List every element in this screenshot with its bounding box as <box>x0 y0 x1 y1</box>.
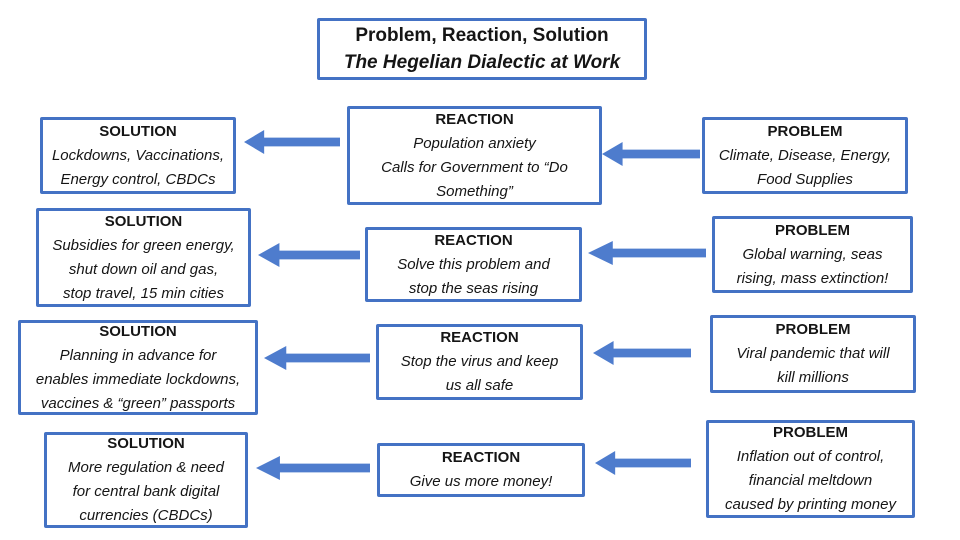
left-arrow-icon <box>588 241 706 265</box>
box-heading: SOLUTION <box>99 322 177 340</box>
box-heading: SOLUTION <box>104 212 183 230</box>
box-heading: SOLUTION <box>99 122 177 140</box>
box-body: Give us more money! <box>409 473 553 490</box>
reaction-box-2: REACTION Solve this problem and stop the… <box>365 227 582 302</box>
box-heading: REACTION <box>440 329 519 346</box>
box-body: Population anxiety Calls for Government … <box>381 134 568 200</box>
box-heading: PROBLEM <box>773 424 848 441</box>
left-arrow-icon <box>595 451 691 475</box>
box-body: Viral pandemic that will kill millions <box>736 345 890 386</box>
diagram-title: Problem, Reaction, Solution <box>355 25 609 46</box>
box-heading: REACTION <box>435 110 514 128</box>
title-box: Problem, Reaction, Solution The Hegelian… <box>317 18 647 80</box>
box-body: Climate, Disease, Energy, Food Supplies <box>718 146 892 188</box>
box-heading: REACTION <box>434 231 513 249</box>
problem-box-2: PROBLEM Global warning, seas rising, mas… <box>712 216 913 293</box>
box-heading: REACTION <box>441 449 521 466</box>
box-body: Subsidies for green energy, shut down oi… <box>52 236 235 302</box>
solution-box-4: SOLUTION More regulation & need for cent… <box>44 432 248 528</box>
left-arrow-icon <box>602 142 700 166</box>
diagram-subtitle: The Hegelian Dialectic at Work <box>343 52 621 73</box>
box-body: Lockdowns, Vaccinations, Energy control,… <box>51 146 225 188</box>
left-arrow-icon <box>264 346 370 370</box>
reaction-box-1: REACTION Population anxiety Calls for Go… <box>347 106 602 205</box>
box-body: Planning in advance for enables immediat… <box>35 346 241 412</box>
solution-box-2: SOLUTION Subsidies for green energy, shu… <box>36 208 251 307</box>
box-body: Inflation out of control, financial melt… <box>725 448 896 513</box>
reaction-box-4: REACTION Give us more money! <box>377 443 585 497</box>
left-arrow-icon <box>258 243 360 267</box>
problem-box-4: PROBLEM Inflation out of control, financ… <box>706 420 915 518</box>
box-heading: PROBLEM <box>775 221 850 239</box>
left-arrow-icon <box>593 341 691 365</box>
box-heading: PROBLEM <box>767 122 843 140</box>
box-body: More regulation & need for central bank … <box>68 459 224 524</box>
box-body: Stop the virus and keep us all safe <box>400 353 559 394</box>
left-arrow-icon <box>256 456 370 480</box>
problem-box-3: PROBLEM Viral pandemic that will kill mi… <box>710 315 916 393</box>
solution-box-3: SOLUTION Planning in advance for enables… <box>18 320 258 415</box>
box-body: Solve this problem and stop the seas ris… <box>397 255 550 297</box>
left-arrow-icon <box>244 130 340 154</box>
solution-box-1: SOLUTION Lockdowns, Vaccinations, Energy… <box>40 117 236 194</box>
box-heading: PROBLEM <box>775 321 851 338</box>
box-heading: SOLUTION <box>107 435 185 452</box>
box-body: Global warning, seas rising, mass extinc… <box>736 245 889 287</box>
reaction-box-3: REACTION Stop the virus and keep us all … <box>376 324 583 400</box>
problem-box-1: PROBLEM Climate, Disease, Energy, Food S… <box>702 117 908 194</box>
